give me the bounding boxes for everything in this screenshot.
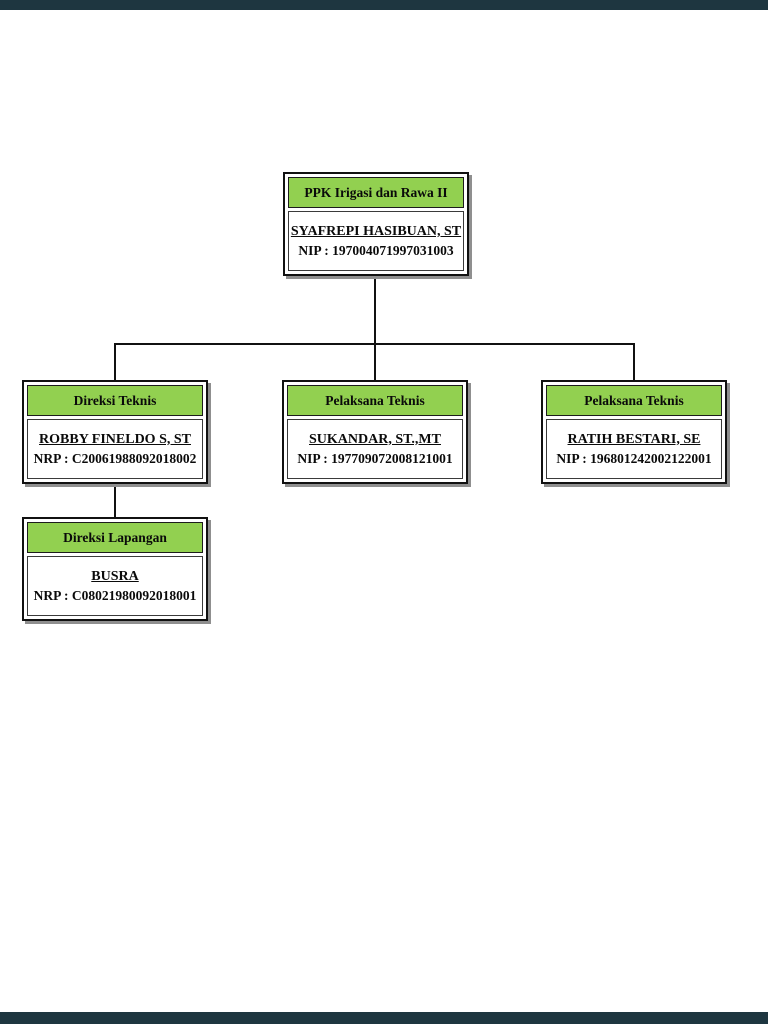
person-id-number: NIP : 197709072008121001 xyxy=(297,450,453,466)
connector-drop-left xyxy=(114,345,116,380)
org-node-pelaksana-teknis-1: Pelaksana Teknis SUKANDAR, ST.,MT NIP : … xyxy=(282,380,468,484)
org-node-body: ROBBY FINELDO S, ST NRP : C2006198809201… xyxy=(27,419,203,479)
org-node-body: BUSRA NRP : C08021980092018001 xyxy=(27,556,203,616)
person-name: SUKANDAR, ST.,MT xyxy=(309,431,441,447)
person-id-number: NRP : C08021980092018001 xyxy=(33,587,197,603)
connector-top-vertical xyxy=(374,274,376,343)
connector-drop-middle xyxy=(374,345,376,380)
person-name: SYAFREPI HASIBUAN, ST xyxy=(290,223,462,239)
connector-horizontal-main xyxy=(114,343,635,345)
person-name: BUSRA xyxy=(91,568,139,584)
org-node-ppk: PPK Irigasi dan Rawa II SYAFREPI HASIBUA… xyxy=(283,172,469,276)
person-id-number: NIP : 197004071997031003 xyxy=(298,242,454,258)
person-name: ROBBY FINELDO S, ST xyxy=(39,431,191,447)
org-node-body: SYAFREPI HASIBUAN, ST NIP : 197004071997… xyxy=(288,211,464,271)
person-id-number: NRP : C20061988092018002 xyxy=(33,450,197,466)
org-node-pelaksana-teknis-2: Pelaksana Teknis RATIH BESTARI, SE NIP :… xyxy=(541,380,727,484)
person-id-number: NIP : 196801242002122001 xyxy=(556,450,712,466)
org-node-title: PPK Irigasi dan Rawa II xyxy=(288,177,464,208)
org-node-direksi-lapangan: Direksi Lapangan BUSRA NRP : C0802198009… xyxy=(22,517,208,621)
viewer-top-bar xyxy=(0,0,768,10)
org-node-direksi-teknis: Direksi Teknis ROBBY FINELDO S, ST NRP :… xyxy=(22,380,208,484)
org-node-title: Pelaksana Teknis xyxy=(546,385,722,416)
connector-direksi-lapangan xyxy=(114,484,116,517)
person-name: RATIH BESTARI, SE xyxy=(567,431,701,447)
org-node-body: RATIH BESTARI, SE NIP : 1968012420021220… xyxy=(546,419,722,479)
org-node-title: Direksi Lapangan xyxy=(27,522,203,553)
viewer-bottom-bar xyxy=(0,1012,768,1024)
org-node-title: Direksi Teknis xyxy=(27,385,203,416)
org-node-title: Pelaksana Teknis xyxy=(287,385,463,416)
connector-drop-right xyxy=(633,345,635,380)
org-node-body: SUKANDAR, ST.,MT NIP : 19770907200812100… xyxy=(287,419,463,479)
